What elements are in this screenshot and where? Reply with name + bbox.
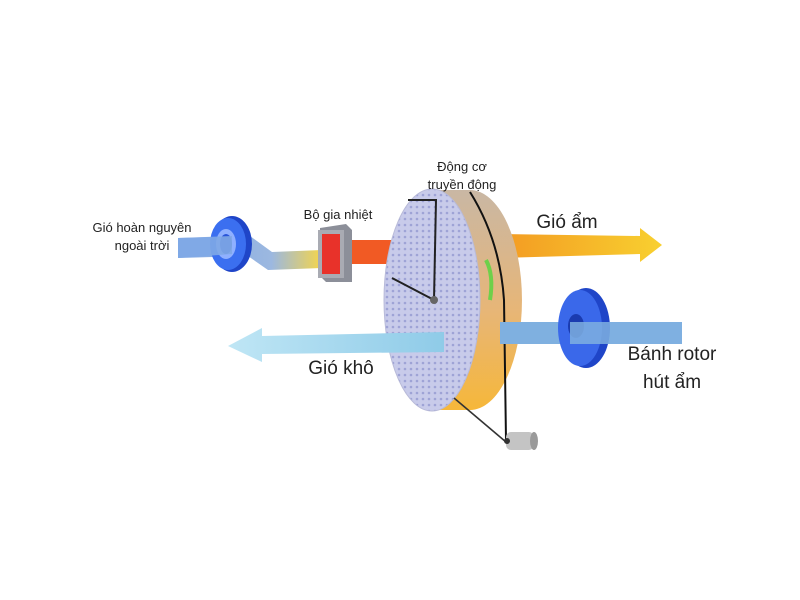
motor-label: Động cơ truyền động bbox=[428, 158, 497, 194]
desiccant-rotor bbox=[383, 188, 522, 443]
heater-label: Bộ gia nhiệt bbox=[303, 207, 373, 222]
dry-air-arrow bbox=[228, 328, 444, 362]
drive-motor-icon bbox=[504, 432, 538, 450]
rotor-label: Bánh rotor hút ẩm bbox=[628, 341, 717, 397]
rotor-label-line1: Bánh rotor bbox=[627, 344, 717, 365]
motor-label-line1: Động cơ bbox=[437, 159, 487, 174]
regen-air-label-line2: ngoài trời bbox=[114, 238, 170, 253]
regen-fan-icon bbox=[178, 216, 252, 272]
regen-air-label: Gió hoàn nguyên ngoài trời bbox=[92, 219, 191, 255]
humid-air-arrow bbox=[500, 228, 662, 262]
heater-icon bbox=[318, 224, 352, 282]
dry-air-label: Gió khô bbox=[308, 358, 374, 379]
motor-label-line2: truyền động bbox=[427, 177, 497, 192]
regen-air-label-line1: Gió hoàn nguyên bbox=[92, 220, 192, 235]
rotor-label-line2: hút ẩm bbox=[642, 372, 702, 393]
process-fan-icon bbox=[558, 288, 682, 368]
humid-air-label: Gió ẩm bbox=[536, 212, 598, 233]
